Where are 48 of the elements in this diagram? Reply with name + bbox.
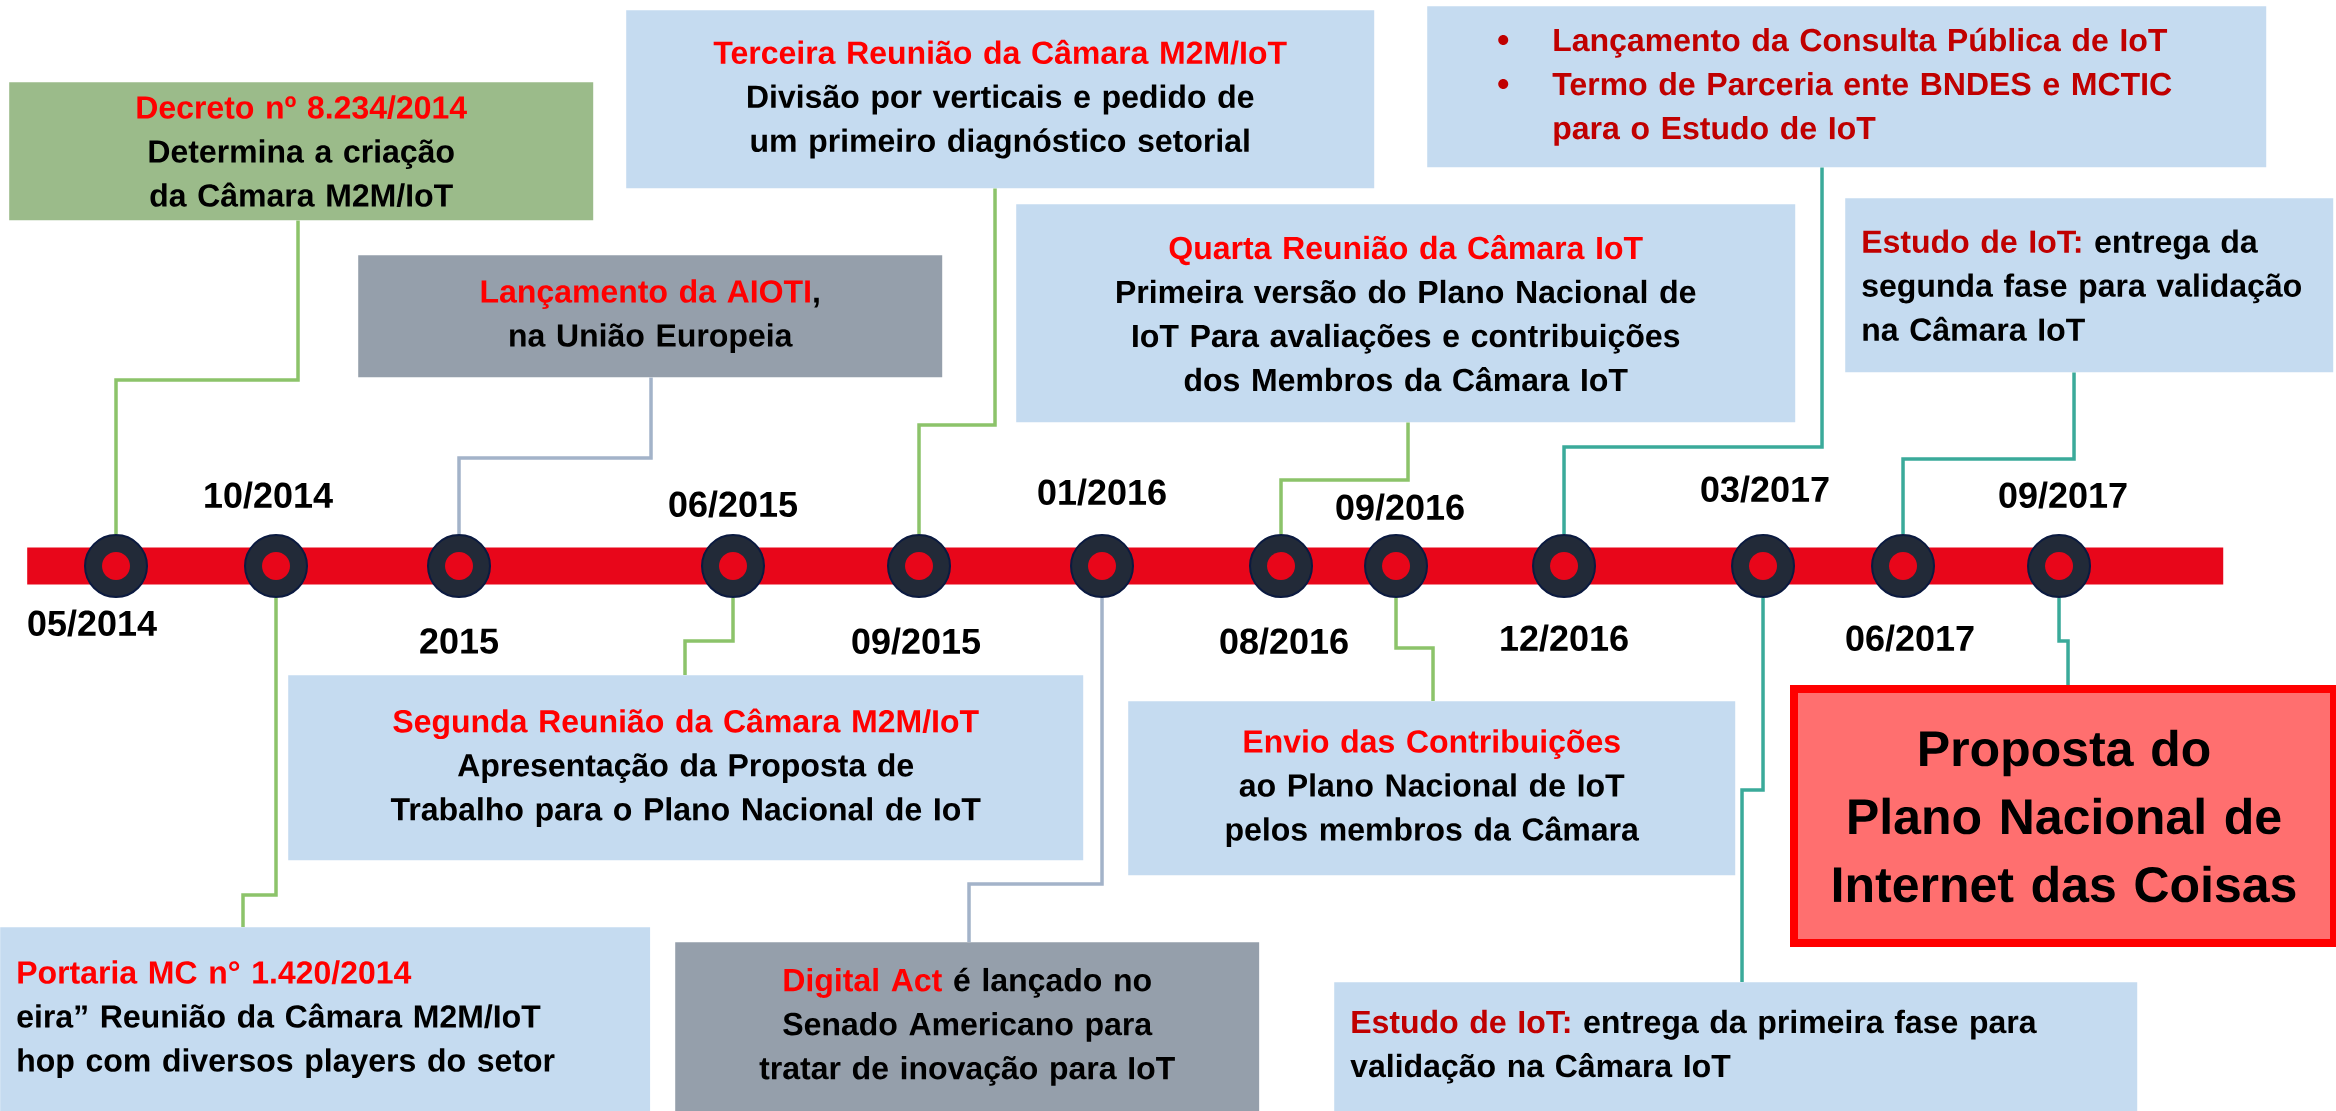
leader-line <box>683 598 735 675</box>
event-box: Decreto nº 8.234/2014 Determina a criação da Câmara M2M/IoT <box>9 82 594 221</box>
event-box: Estudo de IoT: entrega da segunda fase para validação na Câmara IoT <box>1845 198 2334 373</box>
date-label: 2015 <box>420 628 498 654</box>
leader-line <box>1740 598 1765 982</box>
event-box: Lançamento da AIOTI, na União Europeia <box>358 255 943 378</box>
event-box: Segunda Reunião da Câmara M2M/IoT Apresentação da Proposta de Trabalho para o Plano Nacional de IoT <box>288 675 1084 861</box>
date-label: 09/2016 <box>1336 493 1464 521</box>
timeline-marker <box>1871 534 1936 598</box>
event-box: Lançamento da Consulta Pública de IoT Termo de Parceria ente BNDES e MCTIC para o Estudo de IoT <box>1427 6 2267 168</box>
event-box: Digital Act é lançado no Senado Americano para tratar de inovação para IoT <box>675 942 1260 1111</box>
timeline-marker <box>1731 534 1795 598</box>
timeline-marker <box>244 534 308 598</box>
timeline-marker <box>887 534 951 598</box>
event-box: Proposta do Plano Nacional de Internet das Coisas <box>1790 685 2336 947</box>
timeline-marker <box>701 534 765 598</box>
leader-line <box>1394 598 1435 701</box>
leader-line <box>1562 167 1824 534</box>
leader-line <box>2057 598 2070 685</box>
timeline-marker <box>1249 534 1313 598</box>
leader-line <box>114 220 300 534</box>
leader-line <box>1901 372 2076 534</box>
leader-line <box>1279 422 1410 534</box>
event-box: Envio das Contribuições ao Plano Nacional de IoT pelos membros da Câmara <box>1128 701 1736 876</box>
date-label: 03/2017 <box>1701 475 1829 503</box>
event-box: Quarta Reunião da Câmara IoT Primeira versão do Plano Nacional de IoT Para avaliações e contribuições dos Membros da Câmara IoT <box>1016 204 1796 423</box>
date-label: 05/2014 <box>28 609 157 637</box>
date-label: 09/2017 <box>1999 481 2127 509</box>
timeline-marker <box>1532 534 1596 598</box>
event-box: Terceira Reunião da Câmara M2M/IoT Divisão por verticais e pedido de um primeiro diagnóstico setorial <box>626 10 1375 189</box>
date-label: 08/2016 <box>1220 627 1348 655</box>
date-label: 06/2015 <box>669 490 798 518</box>
leader-line <box>457 377 653 534</box>
event-box: Estudo de IoT: entrega da primeira fase para validação na Câmara IoT <box>1334 982 2138 1111</box>
date-label: 10/2014 <box>205 481 333 509</box>
date-label: 06/2017 <box>1846 624 1974 652</box>
timeline-marker <box>427 534 491 598</box>
date-label: 09/2015 <box>852 627 981 655</box>
event-box: Portaria MC n° 1.420/2014 eira” Reunião da Câmara M2M/IoT hop com diversos players do setor <box>0 927 651 1111</box>
leader-line <box>967 598 1104 942</box>
timeline-marker <box>1364 534 1428 598</box>
date-label: 12/2016 <box>1501 624 1628 652</box>
timeline-marker <box>84 534 148 598</box>
timeline-marker <box>1070 534 1134 598</box>
timeline-marker <box>2027 534 2092 598</box>
leader-line <box>917 188 997 534</box>
date-label: 01/2016 <box>1038 478 1166 506</box>
leader-line <box>241 598 278 927</box>
